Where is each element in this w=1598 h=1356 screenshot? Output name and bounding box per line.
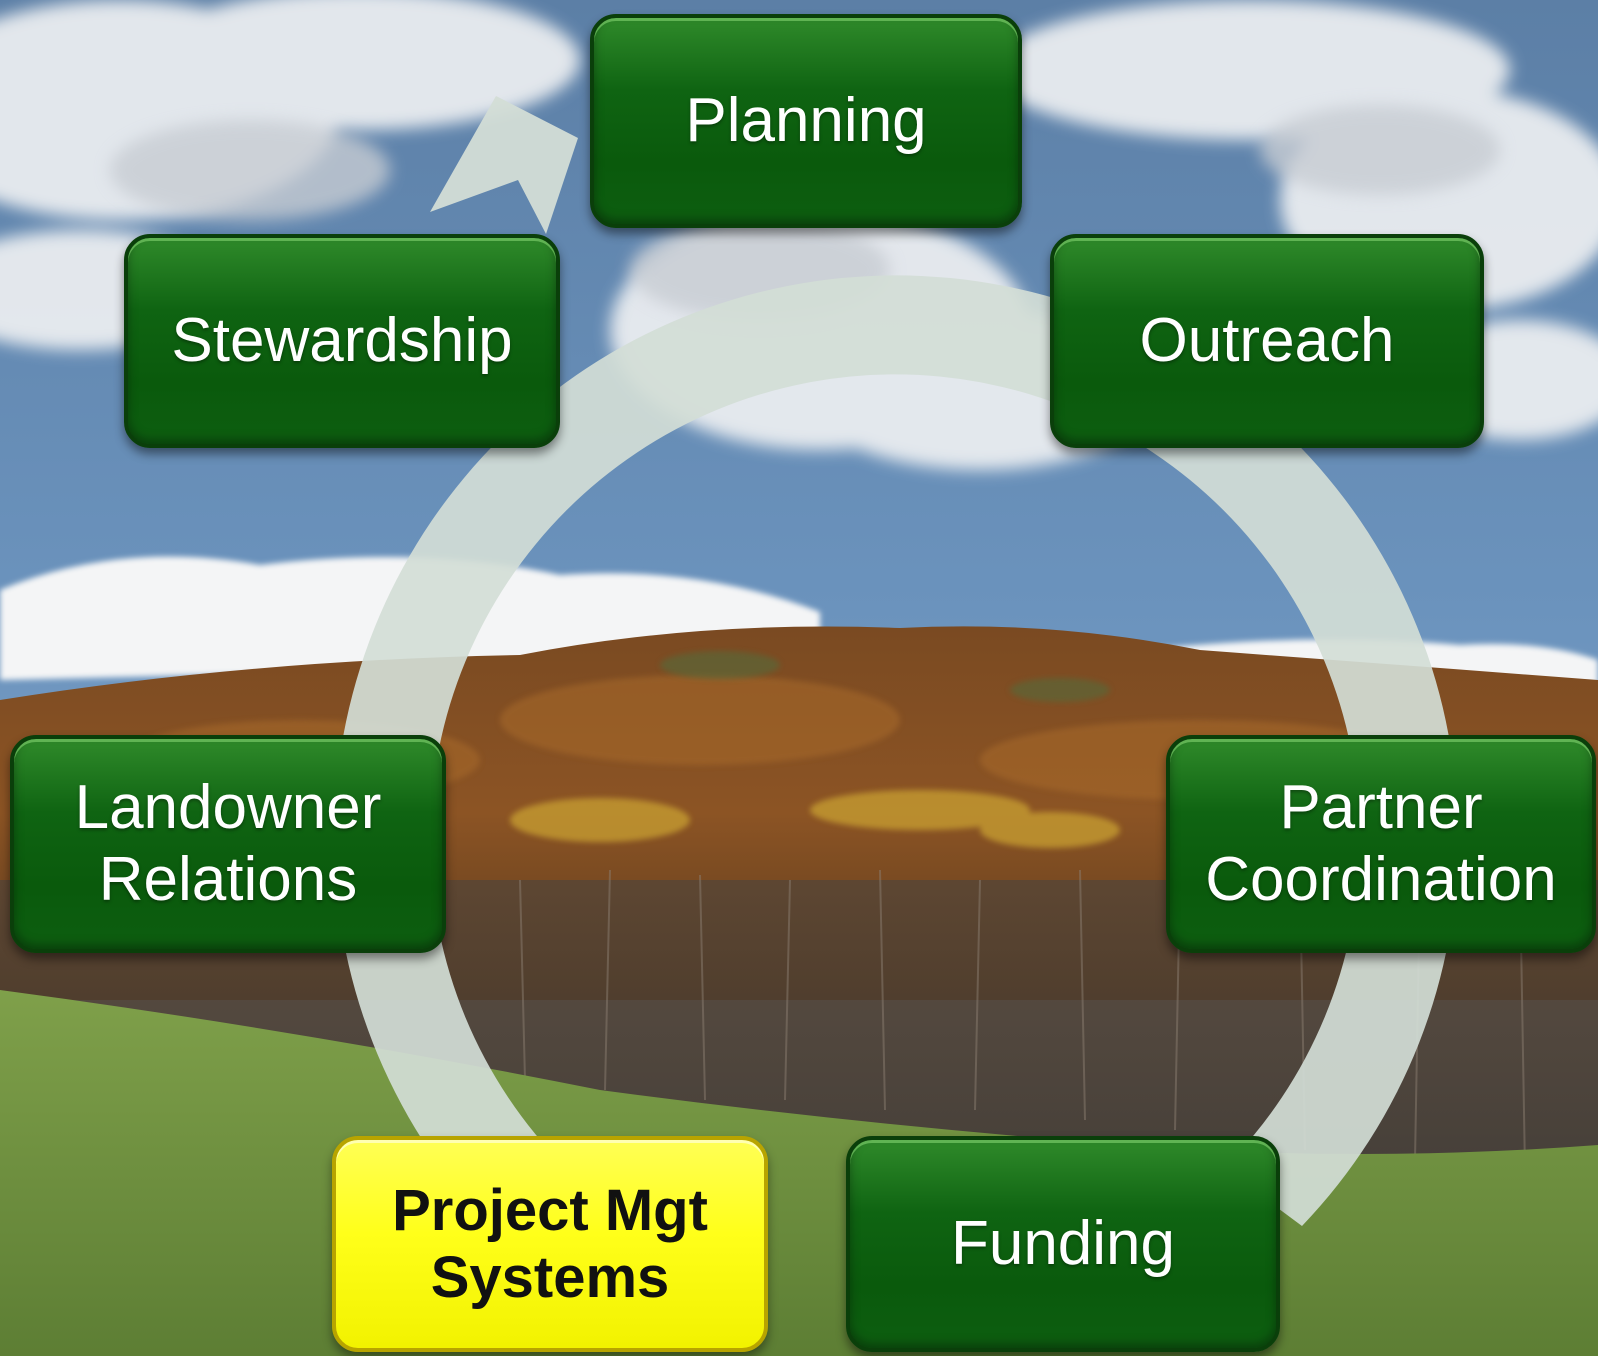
node-funding: Funding	[846, 1136, 1280, 1352]
node-landowner-relations: Landowner Relations	[10, 735, 446, 953]
node-outreach-label: Outreach	[1139, 306, 1395, 376]
node-partner-coordination-line1: Partner	[1279, 773, 1483, 843]
cycle-arrow	[333, 96, 1458, 1226]
node-stewardship: Stewardship	[124, 234, 560, 448]
node-landowner-relations-line1: Landowner	[74, 773, 382, 843]
node-project-mgt-systems-line2: Systems	[430, 1245, 670, 1310]
node-planning: Planning	[590, 14, 1022, 228]
node-partner-coordination-line2: Coordination	[1205, 845, 1557, 914]
node-outreach: Outreach	[1050, 234, 1484, 448]
node-stewardship-label: Stewardship	[171, 306, 513, 376]
node-landowner-relations-line2: Relations	[98, 845, 358, 914]
node-partner-coordination: Partner Coordination	[1166, 735, 1596, 953]
node-project-mgt-systems: Project Mgt Systems	[332, 1136, 768, 1352]
node-project-mgt-systems-line1: Project Mgt	[392, 1177, 708, 1243]
node-funding-label: Funding	[950, 1209, 1176, 1279]
node-planning-label: Planning	[685, 86, 927, 156]
